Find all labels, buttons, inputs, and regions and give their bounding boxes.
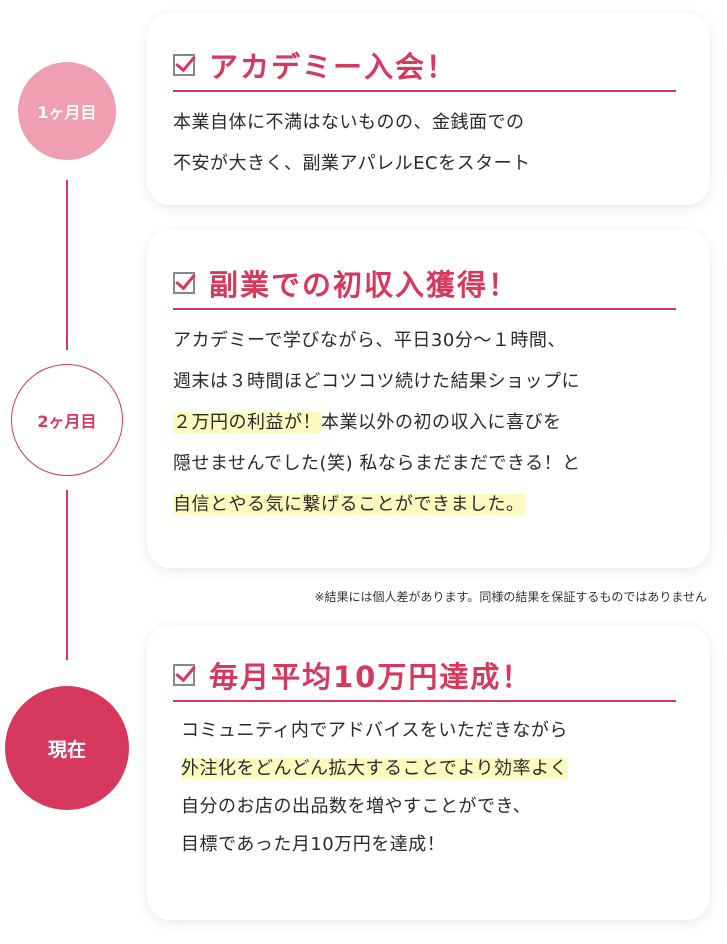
milestone-title: アカデミー入会！ <box>173 40 676 92</box>
text-span: 隠せませんでした(笑) 私ならまだまだできる！と <box>173 453 581 474</box>
text-span: 目標であった月10万円を達成！ <box>181 834 446 855</box>
text-span: 自分のお店の出品数を増やすことができ、 <box>181 796 532 817</box>
body-line: コミュニティ内でアドバイスをいただきながら <box>181 712 676 750</box>
checkbox-icon <box>173 272 195 294</box>
text-span: 本業自体に不満はないものの、金銭面での <box>173 112 525 133</box>
highlighted-text: 自信とやる気に繋げることができました。 <box>173 494 525 515</box>
body-line: 不安が大きく、副業アパレルECをスタート <box>173 143 676 184</box>
body-line: 自信とやる気に繋げることができました。 <box>173 484 676 525</box>
body-line: 外注化をどんどん拡大することでより効率よく <box>181 750 676 788</box>
body-line: 隠せませんでした(笑) 私ならまだまだできる！と <box>173 443 676 484</box>
milestone-card-1: アカデミー入会！ 本業自体に不満はないものの、金銭面での不安が大きく、副業アパレル… <box>147 13 710 205</box>
milestone-title: 毎月平均10万円達成！ <box>173 650 676 702</box>
milestone-card-2: 副業での初収入獲得！ アカデミーで学びながら、平日30分～１時間、週末は３時間ほど… <box>147 230 710 568</box>
text-span: アカデミーで学びながら、平日30分～１時間、 <box>173 330 566 351</box>
milestone-title: 副業での初収入獲得！ <box>173 258 676 310</box>
milestone-body: 本業自体に不満はないものの、金銭面での不安が大きく、副業アパレルECをスタート <box>173 102 676 184</box>
body-line: 本業自体に不満はないものの、金銭面での <box>173 102 676 143</box>
body-line: アカデミーで学びながら、平日30分～１時間、 <box>173 320 676 361</box>
checkbox-icon <box>173 664 195 686</box>
milestone-badge-2: 2ヶ月目 <box>11 364 123 476</box>
text-span: 本業以外の初の収入に喜びを <box>321 412 562 433</box>
text-span: 不安が大きく、副業アパレルECをスタート <box>173 153 531 174</box>
body-line: ２万円の利益が！本業以外の初の収入に喜びを <box>173 402 676 443</box>
highlighted-text: 外注化をどんどん拡大することでより効率よく <box>181 758 569 779</box>
timeline-connector <box>66 180 68 350</box>
text-span: コミュニティ内でアドバイスをいただきながら <box>181 720 568 741</box>
text-span: 週末は３時間ほどコツコツ続けた結果ショップに <box>173 371 580 392</box>
checkbox-icon <box>173 54 195 76</box>
highlighted-text: ２万円の利益が！ <box>173 412 321 433</box>
body-line: 目標であった月10万円を達成！ <box>181 826 676 864</box>
milestone-body: コミュニティ内でアドバイスをいただきながら外注化をどんどん拡大することでより効率… <box>173 712 676 864</box>
body-line: 週末は３時間ほどコツコツ続けた結果ショップに <box>173 361 676 402</box>
milestone-badge-1: 1ヶ月目 <box>18 62 116 160</box>
body-line: 自分のお店の出品数を増やすことができ、 <box>181 788 676 826</box>
milestone-badge-3: 現在 <box>5 686 129 810</box>
milestone-body: アカデミーで学びながら、平日30分～１時間、週末は３時間ほどコツコツ続けた結果シ… <box>173 320 676 525</box>
disclaimer-note: ※結果には個人差があります。同様の結果を保証するものではありません <box>314 590 708 604</box>
timeline-connector <box>66 490 68 660</box>
milestone-card-3: 毎月平均10万円達成！ コミュニティ内でアドバイスをいただきながら外注化をどんどん… <box>147 625 710 920</box>
